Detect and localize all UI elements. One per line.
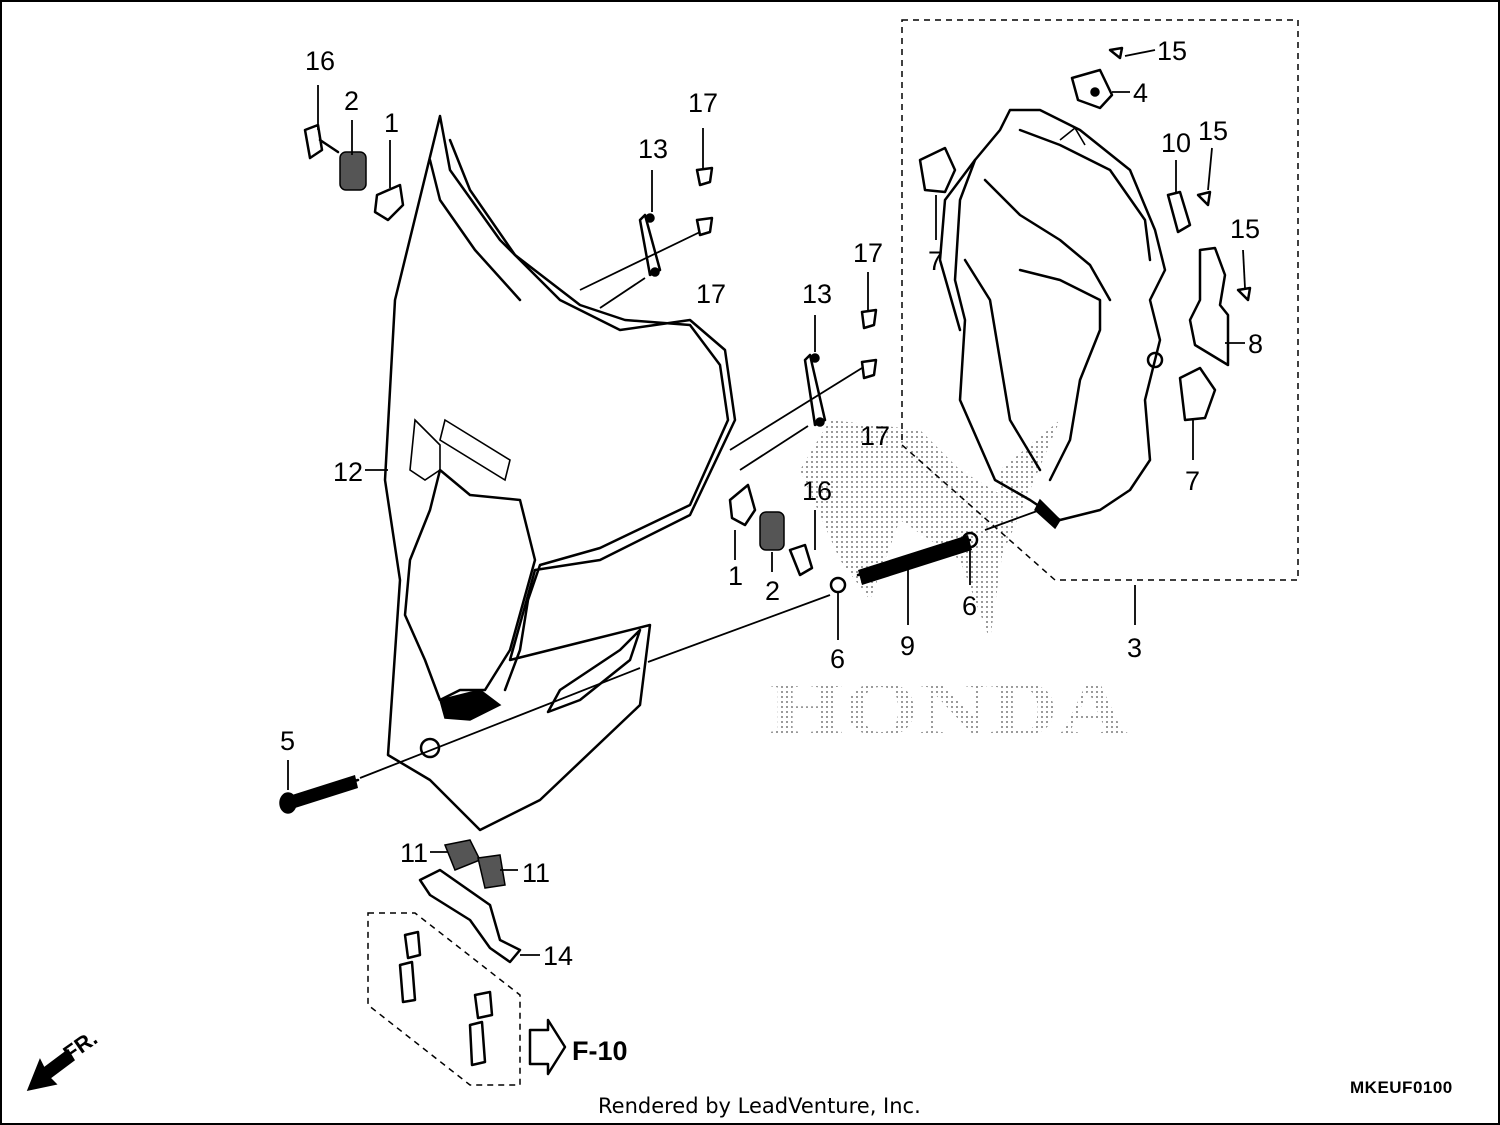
front-direction-arrow: FR. (26, 1025, 102, 1092)
bracket-8 (1188, 246, 1252, 367)
callout-15: 15 (1157, 36, 1187, 66)
bolt-16-top (303, 123, 340, 160)
callout-2: 2 (344, 86, 359, 116)
callout-labels: 16 2 1 17 13 17 17 13 17 15 4 10 15 15 7… (280, 36, 1263, 971)
callout-7: 7 (1185, 466, 1200, 496)
callout-15: 15 (1198, 116, 1228, 146)
honda-watermark: HONDA (768, 420, 1128, 752)
cowl-logo (439, 418, 511, 482)
rubber-2-top (339, 151, 367, 191)
callout-6: 6 (962, 591, 977, 621)
reference-label: F-10 (572, 1036, 628, 1066)
screws-17-stay-13-upper (638, 166, 714, 277)
callout-17: 17 (696, 279, 726, 309)
callout-16: 16 (802, 476, 832, 506)
callout-8: 8 (1248, 329, 1263, 359)
callout-17: 17 (860, 421, 890, 451)
headlight-unit (938, 108, 1167, 530)
callout-3: 3 (1127, 633, 1142, 663)
diagram-code: MKEUF0100 (1350, 1078, 1453, 1097)
callout-16: 16 (305, 46, 335, 76)
callout-1: 1 (384, 108, 399, 138)
callout-10: 10 (1161, 128, 1191, 158)
callout-15: 15 (1230, 214, 1260, 244)
callout-6: 6 (830, 644, 845, 674)
front-cowl (383, 114, 737, 832)
grommet-1-top (373, 183, 405, 222)
honda-wing-icon (800, 420, 1010, 640)
lower-hardware-1-2-16 (728, 483, 814, 577)
callout-11: 11 (522, 858, 550, 888)
callout-9: 9 (900, 631, 915, 661)
leader-lines (287, 49, 1246, 956)
callout-5: 5 (280, 726, 295, 756)
callout-13: 13 (802, 279, 832, 309)
callout-11: 11 (400, 838, 428, 868)
cap-10-and-screw-15 (1166, 190, 1212, 234)
grommet-7-right (1178, 366, 1217, 422)
reference-box-f10 (367, 912, 567, 1086)
screws-17-stay-13-lower (803, 308, 878, 427)
watermark-text: HONDA (768, 665, 1128, 752)
callout-1: 1 (728, 561, 743, 591)
rendered-by-credit: Rendered by LeadVenture, Inc. (598, 1094, 921, 1118)
callout-12: 12 (333, 457, 363, 487)
clamps-11-and-stay-14 (418, 839, 522, 964)
headlight-assembly-box (901, 19, 1299, 581)
grommet-7-left (918, 146, 957, 194)
callout-13: 13 (638, 134, 668, 164)
callout-14: 14 (543, 941, 573, 971)
callout-2: 2 (765, 576, 780, 606)
bracket-4 (1070, 46, 1124, 110)
callout-7: 7 (928, 246, 943, 276)
screw-5 (279, 775, 360, 814)
callout-17: 17 (853, 238, 883, 268)
callout-4: 4 (1133, 78, 1148, 108)
callout-17: 17 (688, 88, 718, 118)
